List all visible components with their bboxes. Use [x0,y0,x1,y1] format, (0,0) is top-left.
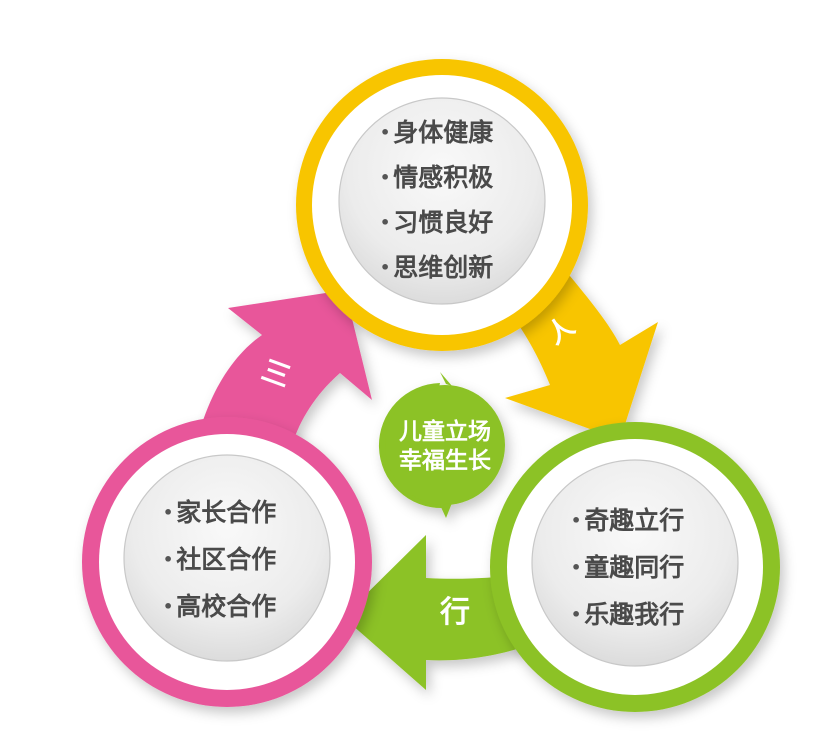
left-circle [82,417,372,707]
top-circle-list: • 身体健康 • 情感积极 • 习惯良好 • 思维创新 [380,120,493,280]
list-item: • 思维创新 [380,255,493,280]
pink-arrow [200,290,372,445]
bullet: • [163,502,174,522]
bullet: • [163,596,174,616]
item-text: 社区合作 [176,545,277,574]
list-item: • 奇趣立行 [571,508,684,533]
bullet: • [571,604,582,624]
left-circle-list: • 家长合作 • 社区合作 • 高校合作 [163,500,276,619]
list-item: • 社区合作 [163,547,276,572]
item-text: 家长合作 [176,498,277,527]
list-item: • 情感积极 [380,165,493,190]
top-circle [296,59,588,351]
center-circle [378,372,505,518]
bullet: • [571,510,582,530]
bullet: • [380,212,391,232]
list-item: • 家长合作 [163,500,276,525]
bullet: • [163,549,174,569]
item-text: 思维创新 [393,253,494,282]
green-arrow [343,535,530,690]
item-text: 童趣同行 [584,553,685,582]
list-item: • 高校合作 [163,594,276,619]
list-item: • 童趣同行 [571,555,684,580]
bullet: • [380,167,391,187]
bullet: • [380,257,391,277]
list-item: • 习惯良好 [380,210,493,235]
item-text: 乐趣我行 [584,600,685,629]
item-text: 身体健康 [393,118,494,147]
center-label: 儿童立场 幸福生长 [390,418,500,476]
item-text: 高校合作 [176,592,277,621]
green-arrow-label: 行 [440,595,470,630]
center-line-1: 儿童立场 [399,419,491,445]
right-circle-list: • 奇趣立行 • 童趣同行 • 乐趣我行 [571,508,684,627]
item-text: 奇趣立行 [584,506,685,535]
list-item: • 身体健康 [380,120,493,145]
item-text: 情感积极 [393,163,494,192]
center-line-2: 幸福生长 [399,447,491,474]
list-item: • 乐趣我行 [571,602,684,627]
bullet: • [571,557,582,577]
right-circle [490,422,780,712]
item-text: 习惯良好 [393,208,494,237]
bullet: • [380,122,391,142]
